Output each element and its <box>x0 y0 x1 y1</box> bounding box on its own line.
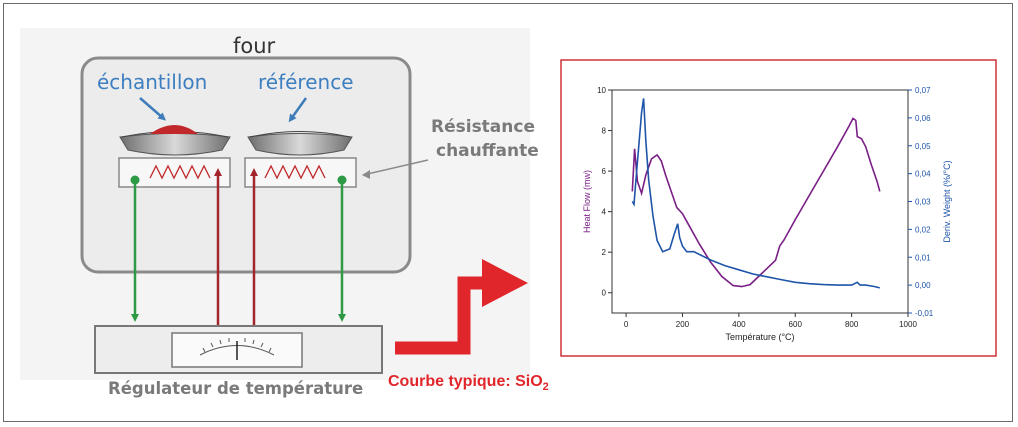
y2-tick-label: 0,01 <box>915 253 931 262</box>
x-tick-label: 400 <box>732 320 746 329</box>
resistance-label-line1: Résistance <box>431 117 535 137</box>
sample-label: échantillon <box>97 70 207 94</box>
reference-label: référence <box>258 70 354 94</box>
sample-pointer-arrow <box>139 97 167 121</box>
big-red-arrow-shaft <box>395 276 483 355</box>
y2-tick-label: 0,03 <box>915 198 931 207</box>
y2-tick-label: 0,07 <box>915 86 931 95</box>
y-tick-label: 2 <box>602 248 607 257</box>
big-red-arrow-head <box>482 259 528 307</box>
resistance-pointer-line <box>362 159 429 176</box>
y-axis-label: Heat Flow (mw) <box>582 170 592 233</box>
sample-heating-coil <box>149 164 211 180</box>
heat-flow-line <box>631 117 881 288</box>
caption: Courbe typique: SiO2 <box>388 373 549 393</box>
y2-tick-label: -0,01 <box>915 309 934 318</box>
reference-pointer-arrow <box>288 97 308 123</box>
y2-axis-label: Deriv. Weight (%/°C) <box>942 160 952 242</box>
x-axis-label: Température (°C) <box>725 332 794 342</box>
tga-dsc-chart: 0 200 400 600 800 1000 0 2 4 6 8 10 -0,01 0,00 0,01 0,0… <box>582 86 952 342</box>
y-tick-label: 0 <box>602 289 607 298</box>
chart-frame <box>560 59 997 357</box>
y2-tick-label: 0,05 <box>915 142 931 151</box>
resistance-label-line2: chauffante <box>436 141 539 161</box>
y-tick-label: 8 <box>602 127 607 136</box>
x-tick-label: 600 <box>789 320 803 329</box>
regulator-label: Régulateur de température <box>108 379 363 398</box>
reference-heating-coil <box>264 164 326 180</box>
y2-tick-label: 0,04 <box>915 170 931 179</box>
deriv-weight-line <box>631 98 880 289</box>
y2-tick-label: 0,02 <box>915 225 931 234</box>
reference-crucible <box>247 131 353 156</box>
furnace-label: four <box>233 34 276 58</box>
y-tick-label: 6 <box>602 167 607 176</box>
y2-tick-label: 0,00 <box>915 281 931 290</box>
resistance-pointer-head <box>362 170 370 179</box>
x-tick-label: 0 <box>624 320 629 329</box>
y2-tick-label: 0,06 <box>915 114 931 123</box>
sample-crucible <box>119 125 231 156</box>
caption-subscript: 2 <box>543 381 549 393</box>
y-tick-label: 10 <box>597 86 606 95</box>
reference-heater-block <box>244 157 357 188</box>
x-tick-label: 1000 <box>899 320 917 329</box>
sample-material <box>150 125 198 134</box>
y-tick-label: 4 <box>602 208 607 217</box>
x-tick-label: 800 <box>845 320 859 329</box>
caption-text: Courbe typique: SiO <box>388 373 543 390</box>
x-tick-label: 200 <box>676 320 690 329</box>
